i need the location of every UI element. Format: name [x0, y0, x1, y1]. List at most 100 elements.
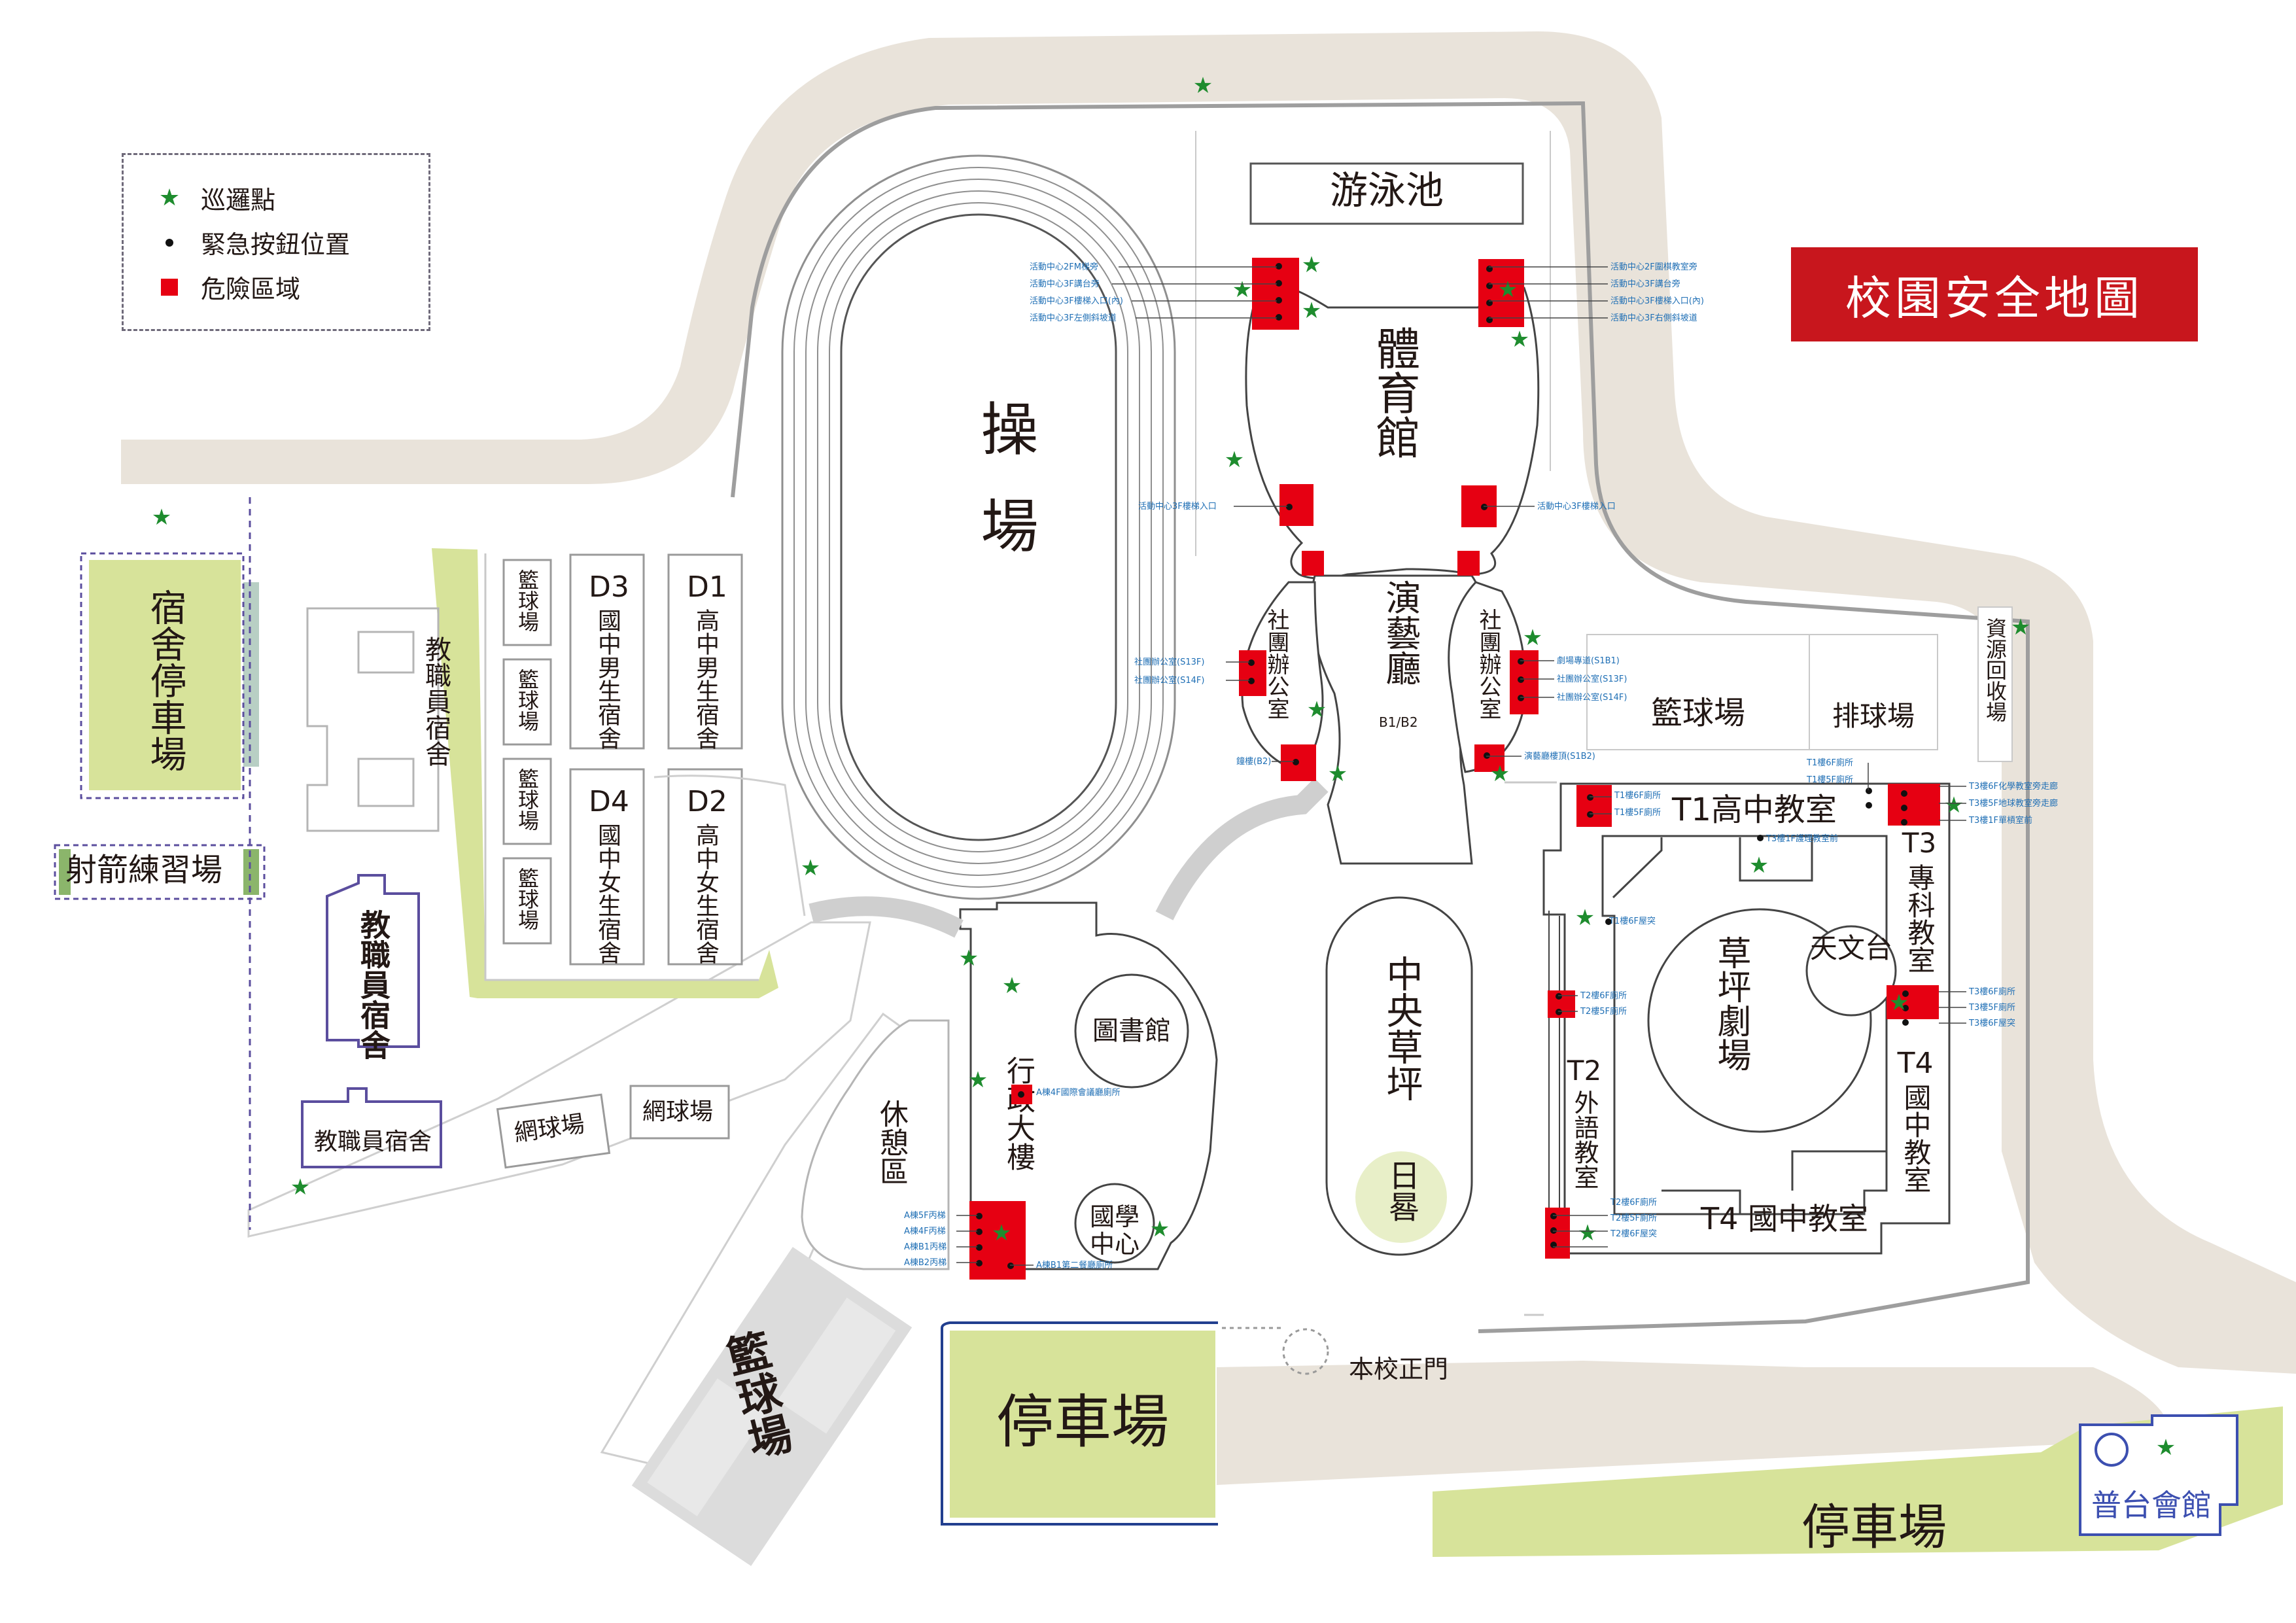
button-dot [1286, 504, 1293, 510]
t2-mid-label-1: T2樓6F廁所 [1580, 991, 1627, 1001]
theater-right-label: 演藝廳樓頂(S1B2) [1524, 752, 1595, 761]
button-dot [1518, 676, 1524, 683]
t1-label: T1高中教室 [1672, 792, 1837, 828]
button-dot [1550, 1227, 1557, 1234]
star-icon: ★ [1301, 298, 1322, 324]
gym-left-label-4: 活動中心3F左側斜坡道 [1030, 313, 1117, 323]
star-icon: ★ [1306, 697, 1327, 723]
entrance-road [1217, 1361, 2172, 1485]
star-icon: ★ [1497, 277, 1518, 303]
t1-left-label-1: T1樓6F廁所 [1614, 791, 1661, 801]
star-icon: ★ [2010, 614, 2031, 640]
star-icon: ★ [1888, 990, 1909, 1016]
gym-right-label-2: 活動中心3F講台旁 [1610, 279, 1680, 289]
danger-zone [1474, 744, 1505, 772]
gym-right-label-4: 活動中心3F右側斜坡道 [1610, 313, 1697, 323]
button-dot [1248, 678, 1255, 684]
court1-box [502, 559, 552, 646]
staff-dorm-grey-outline [306, 607, 440, 832]
danger-zone [1457, 551, 1480, 576]
dorm-green-area [432, 548, 778, 998]
southwest-road [247, 921, 871, 1238]
t3-mid-label-3: T3樓6F屋突 [1969, 1019, 2015, 1028]
button-dot [976, 1213, 983, 1219]
star-icon: ★ [1577, 1220, 1598, 1246]
sundial-label: 日晷 [1383, 1159, 1419, 1222]
t3-mid-label-2: T3樓5F廁所 [1969, 1003, 2015, 1013]
button-dot [1902, 1005, 1909, 1011]
archery-label: 射箭練習場 [65, 852, 223, 888]
admin-label: 行政大樓 [1001, 1056, 1035, 1171]
admin-stairs-label-3: A棟B1丙梯 [904, 1242, 947, 1252]
button-dot [1902, 1019, 1909, 1026]
button-dot [1276, 263, 1282, 270]
button-dot [1276, 314, 1282, 321]
star-icon: ★ [1232, 277, 1253, 303]
button-dot [1486, 300, 1493, 306]
dorm-parking-label: 宿舍停車場 [144, 589, 186, 772]
court1-label: 籃球場 [515, 569, 540, 632]
button-dot [1293, 759, 1299, 765]
t3-top-label-1: T3樓6F化學教室旁走廊 [1969, 782, 2058, 792]
t4-side-code: T4 [1897, 1047, 1934, 1080]
t3-code: T3 [1902, 827, 1937, 859]
danger-zone [1545, 1208, 1570, 1259]
button-dot [1018, 1091, 1024, 1098]
tennis1-box [496, 1093, 611, 1169]
star-icon: ★ [1574, 905, 1595, 931]
button-dot [1481, 504, 1487, 510]
club-right-label-2: 社團辦公室(S13F) [1557, 674, 1627, 684]
gym-entry-right-label: 活動中心3F樓梯入口 [1537, 502, 1616, 512]
d4-name: 國中女生宿舍 [594, 823, 621, 964]
t3-mid-label-1: T3樓6F廁所 [1969, 987, 2015, 997]
legend-button: 緊急按鈕位置 [156, 224, 350, 260]
court2-box [502, 658, 552, 746]
danger-zone [1888, 784, 1940, 826]
t1-left-label-2: T1樓5F廁所 [1614, 808, 1661, 818]
gym-left-label-2: 活動中心3F講台旁 [1030, 279, 1100, 289]
button-dot [1484, 752, 1490, 759]
pool-label: 游泳池 [1329, 168, 1444, 213]
d3-box [569, 553, 645, 750]
star-icon: ★ [1943, 792, 1964, 818]
club-left-label-1: 社團辦公室(S13F) [1134, 657, 1205, 667]
volleyball-label: 排球場 [1832, 700, 1915, 732]
gym-left-label-3: 活動中心3F樓梯入口(內) [1030, 296, 1123, 306]
recycle-label: 資源回收場 [1983, 618, 2008, 722]
national-center-label: 國學中心 [1089, 1202, 1139, 1259]
t2-bottom-label-1: T2樓6F廁所 [1610, 1198, 1657, 1208]
volleyball-box [1809, 634, 1938, 750]
court4-label: 籃球場 [515, 867, 540, 930]
ring-road [121, 31, 2296, 1374]
d1-name: 高中男生宿舍 [692, 608, 719, 750]
d2-box [667, 768, 743, 966]
library-circle [1074, 973, 1189, 1089]
legend-danger-label: 危險區域 [201, 275, 301, 304]
admin-stairs-label-1: A棟5F丙梯 [904, 1211, 946, 1221]
legend: ★ 巡邏點 緊急按鈕位置 危險區域 [122, 153, 430, 331]
observatory-label: 天文台 [1809, 932, 1892, 964]
t4-bottom-label: T4 國中教室 [1701, 1201, 1868, 1236]
gym-right-label-3: 活動中心3F樓梯入口(內) [1610, 296, 1704, 306]
button-dot [1757, 835, 1764, 841]
gym-entry-left-label: 活動中心3F樓梯入口 [1138, 502, 1217, 512]
button-dot [976, 1244, 983, 1251]
sundial-circle [1355, 1151, 1447, 1243]
lawn-theater-label: 草坪劇場 [1711, 935, 1750, 1072]
star-icon: ★ [290, 1174, 311, 1200]
square-icon [156, 278, 183, 296]
archery-outline [54, 844, 266, 900]
central-lawn-outline [1325, 896, 1473, 1256]
legend-patrol: ★ 巡邏點 [156, 180, 275, 216]
danger-zone [1279, 484, 1313, 526]
button-dot [1866, 802, 1872, 809]
legend-button-label: 緊急按鈕位置 [201, 230, 351, 259]
button-dot [1901, 819, 1907, 826]
button-dot [1486, 317, 1493, 323]
gym-right-label-1: 活動中心2F圍棋教室旁 [1610, 262, 1697, 272]
star-icon: ★ [967, 1067, 988, 1093]
d2-code: D2 [687, 785, 727, 818]
gym-label: 體育館 [1368, 326, 1419, 459]
d2-name: 高中女生宿舍 [692, 823, 719, 964]
